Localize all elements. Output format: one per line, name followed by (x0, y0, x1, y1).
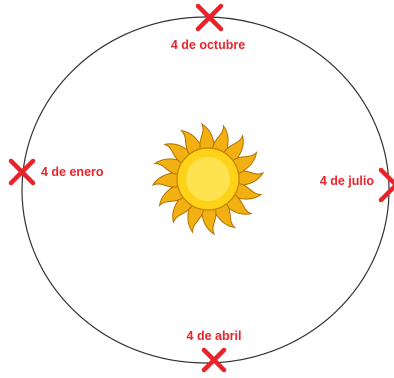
label-abril: 4 de abril (187, 329, 242, 343)
marker-julio-icon (378, 167, 394, 203)
marker-abril-icon (201, 347, 227, 373)
sun-icon (151, 122, 265, 236)
label-enero: 4 de enero (41, 165, 104, 179)
marker-octubre-icon (195, 3, 224, 32)
label-octubre: 4 de octubre (171, 38, 245, 52)
sun-highlight (186, 157, 230, 201)
label-julio: 4 de julio (320, 174, 375, 188)
marker-enero-icon (8, 158, 36, 186)
